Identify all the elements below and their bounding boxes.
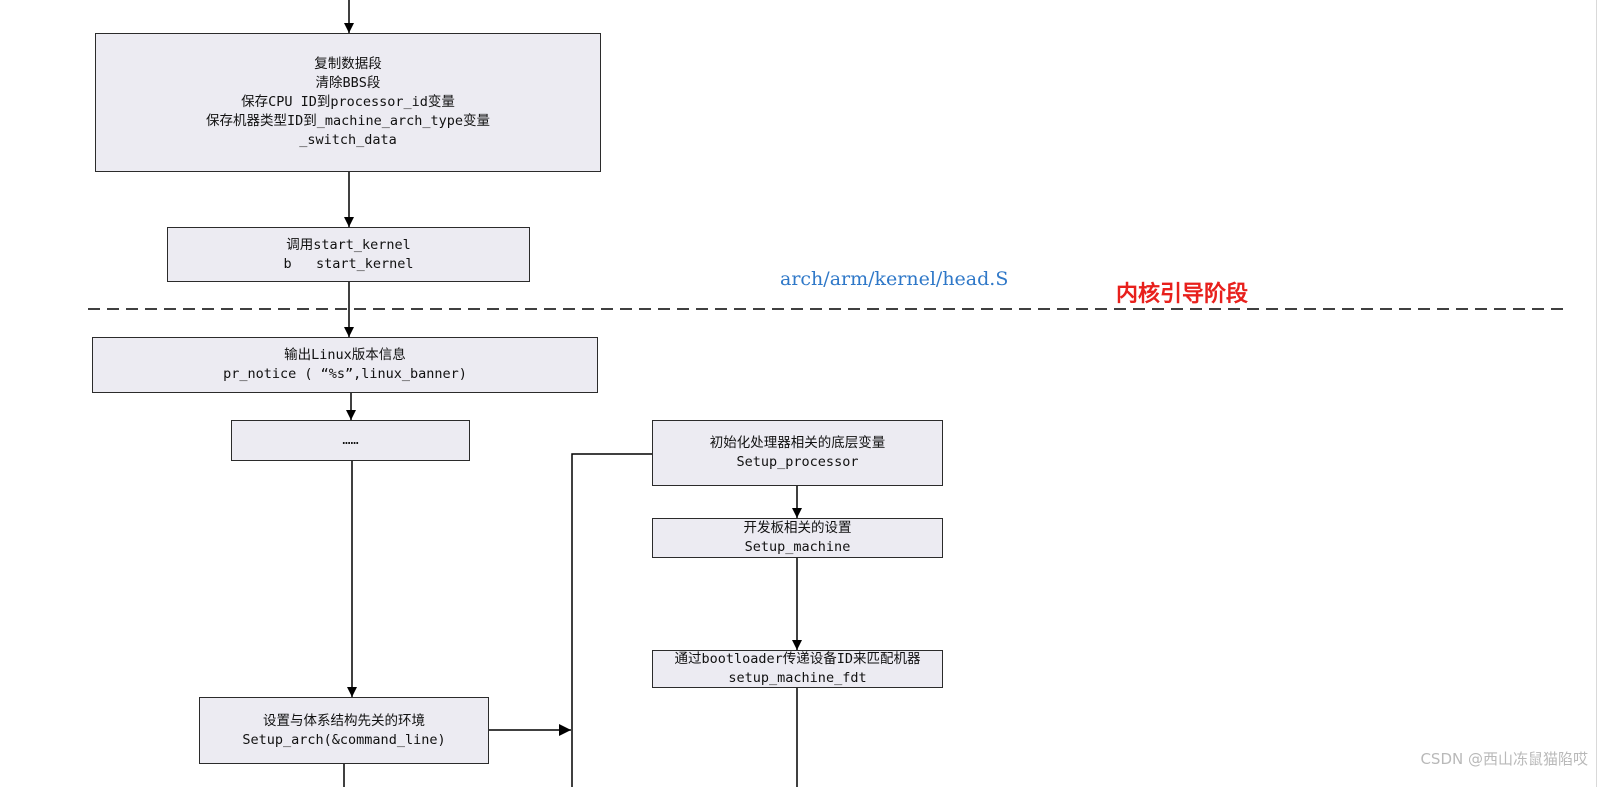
- csdn-watermark: CSDN @西山冻鼠猫陷哎: [1420, 750, 1588, 768]
- node-line: 调用start_kernel: [286, 236, 411, 253]
- node-line: Setup_machine: [744, 539, 851, 555]
- node-line: 复制数据段: [314, 56, 382, 72]
- node-line: b start_kernel: [283, 255, 414, 272]
- start-kernel-box: 调用start_kernel b start_kernel: [167, 227, 530, 282]
- ellipsis-box: ……: [231, 420, 470, 461]
- setup-arch-box: 设置与体系结构先关的环境 Setup_arch(&command_line): [199, 697, 489, 764]
- node-line: _switch_data: [299, 132, 397, 148]
- node-line: 保存CPU ID到processor_id变量: [241, 94, 455, 110]
- setup-machine-fdt-box: 通过bootloader传递设备ID来匹配机器 setup_machine_fd…: [652, 650, 943, 688]
- node-line: 初始化处理器相关的底层变量: [709, 435, 886, 451]
- stage-label: 内核引导阶段: [1116, 282, 1249, 307]
- file-path-label: arch/arm/kernel/head.S: [780, 268, 1009, 290]
- branch-line-to-setup-processor: [571, 453, 652, 787]
- print-banner-box: 输出Linux版本信息 pr_notice ( “%s”,linux_banne…: [92, 337, 598, 393]
- node-line: 输出Linux版本信息: [284, 347, 406, 363]
- node-line: Setup_arch(&command_line): [242, 731, 446, 748]
- node-line: Setup_processor: [736, 454, 859, 470]
- node-line: 保存机器类型ID到_machine_arch_type变量: [205, 113, 491, 129]
- right-edge-line: [1596, 0, 1597, 787]
- node-line: pr_notice ( “%s”,linux_banner): [223, 366, 467, 382]
- node-line: 清除BBS段: [315, 75, 381, 91]
- copy-data-box: 复制数据段 清除BBS段 保存CPU ID到processor_id变量 保存机…: [95, 33, 601, 172]
- setup-machine-box: 开发板相关的设置 Setup_machine: [652, 518, 943, 558]
- node-line: 设置与体系结构先关的环境: [263, 712, 425, 729]
- node-line: 通过bootloader传递设备ID来匹配机器: [674, 651, 921, 667]
- node-line: 开发板相关的设置: [743, 520, 852, 536]
- setup-processor-box: 初始化处理器相关的底层变量 Setup_processor: [652, 420, 943, 486]
- node-line: setup_machine_fdt: [728, 670, 867, 686]
- node-line: ……: [342, 432, 359, 448]
